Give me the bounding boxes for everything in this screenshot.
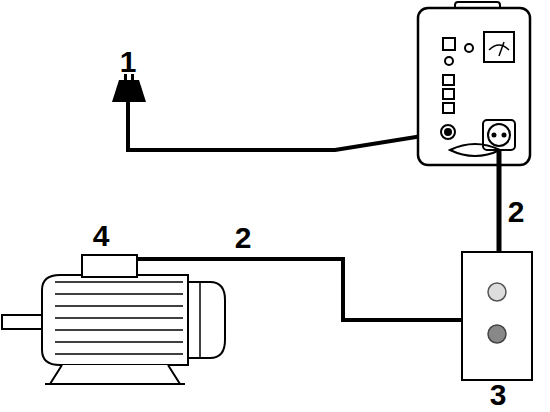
control-unit — [418, 2, 530, 165]
callout-number: 4 — [93, 221, 110, 251]
switch-box — [462, 252, 532, 380]
callout-number: 2 — [235, 223, 252, 253]
callout-number: 2 — [508, 197, 525, 227]
motor-cable — [497, 150, 502, 252]
callout-number: 3 — [490, 380, 507, 410]
power-plug — [112, 74, 146, 102]
power-cable — [128, 102, 441, 150]
callout-number: 1 — [120, 47, 137, 77]
electric-motor — [2, 255, 225, 384]
